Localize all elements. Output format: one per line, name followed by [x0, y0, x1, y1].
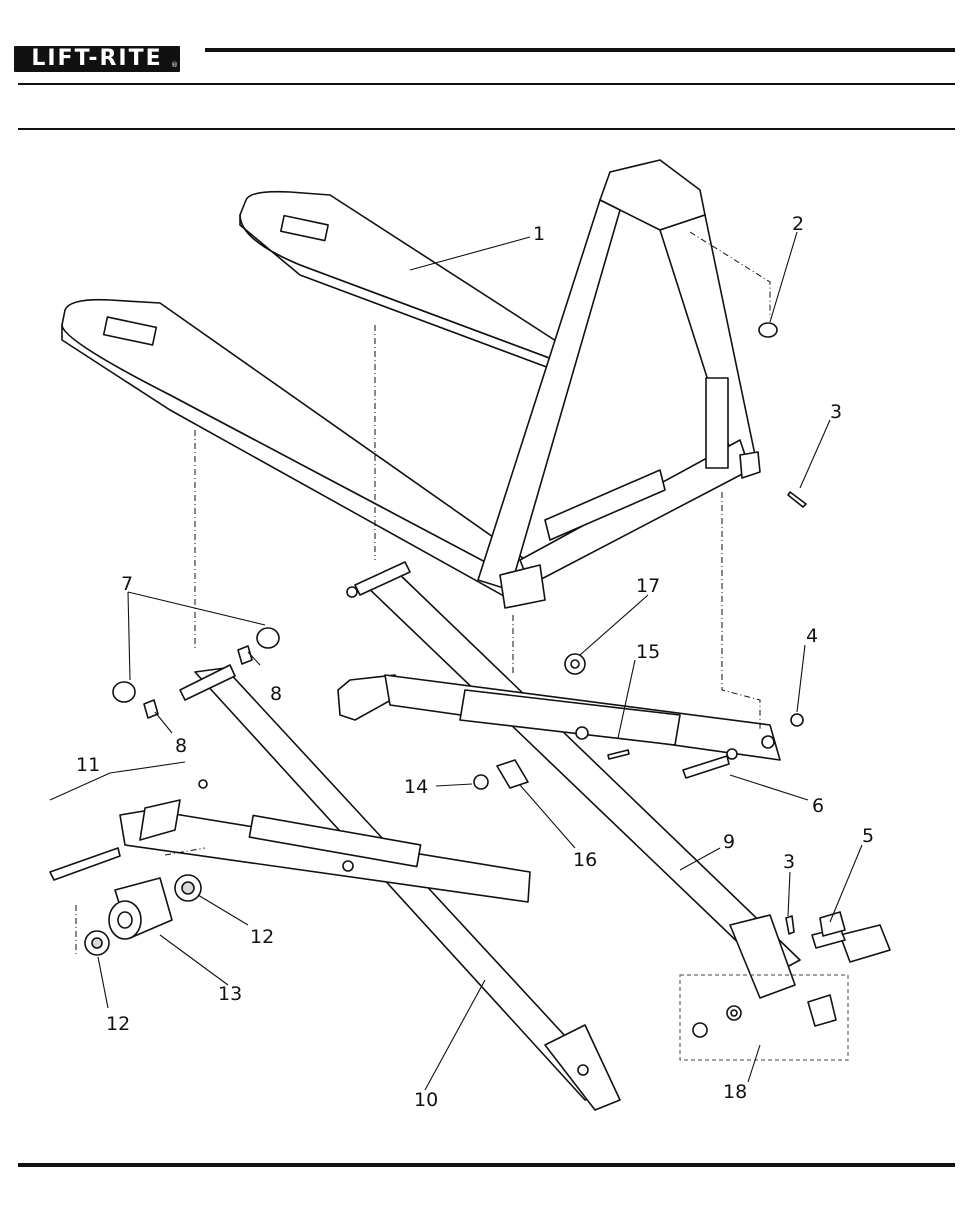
callout-8-left: 8: [175, 735, 187, 757]
snap-ring: [759, 323, 777, 337]
callout-8-right: 8: [270, 683, 282, 705]
callout-4: 4: [806, 625, 818, 647]
callout-7: 7: [121, 573, 133, 595]
callout-15: 15: [636, 641, 660, 663]
callout-12-right: 12: [250, 926, 274, 948]
callout-14: 14: [404, 776, 428, 798]
callout-10: 10: [414, 1089, 438, 1111]
callout-13: 13: [218, 983, 242, 1005]
callout-5: 5: [862, 825, 874, 847]
callout-1: 1: [533, 223, 545, 245]
callout-17: 17: [636, 575, 660, 597]
callout-2: 2: [792, 213, 804, 235]
callout-3-bottom: 3: [783, 851, 795, 873]
callout-16: 16: [573, 849, 597, 871]
cotter-pin-top: [788, 492, 806, 507]
callout-18: 18: [723, 1081, 747, 1103]
fork-frame: [62, 160, 760, 608]
callout-9: 9: [723, 831, 735, 853]
callout-6: 6: [812, 795, 824, 817]
callout-12-left: 12: [106, 1013, 130, 1035]
callout-11: 11: [76, 754, 100, 776]
callout-3-top: 3: [830, 401, 842, 423]
load-roller-assembly: [85, 875, 201, 955]
